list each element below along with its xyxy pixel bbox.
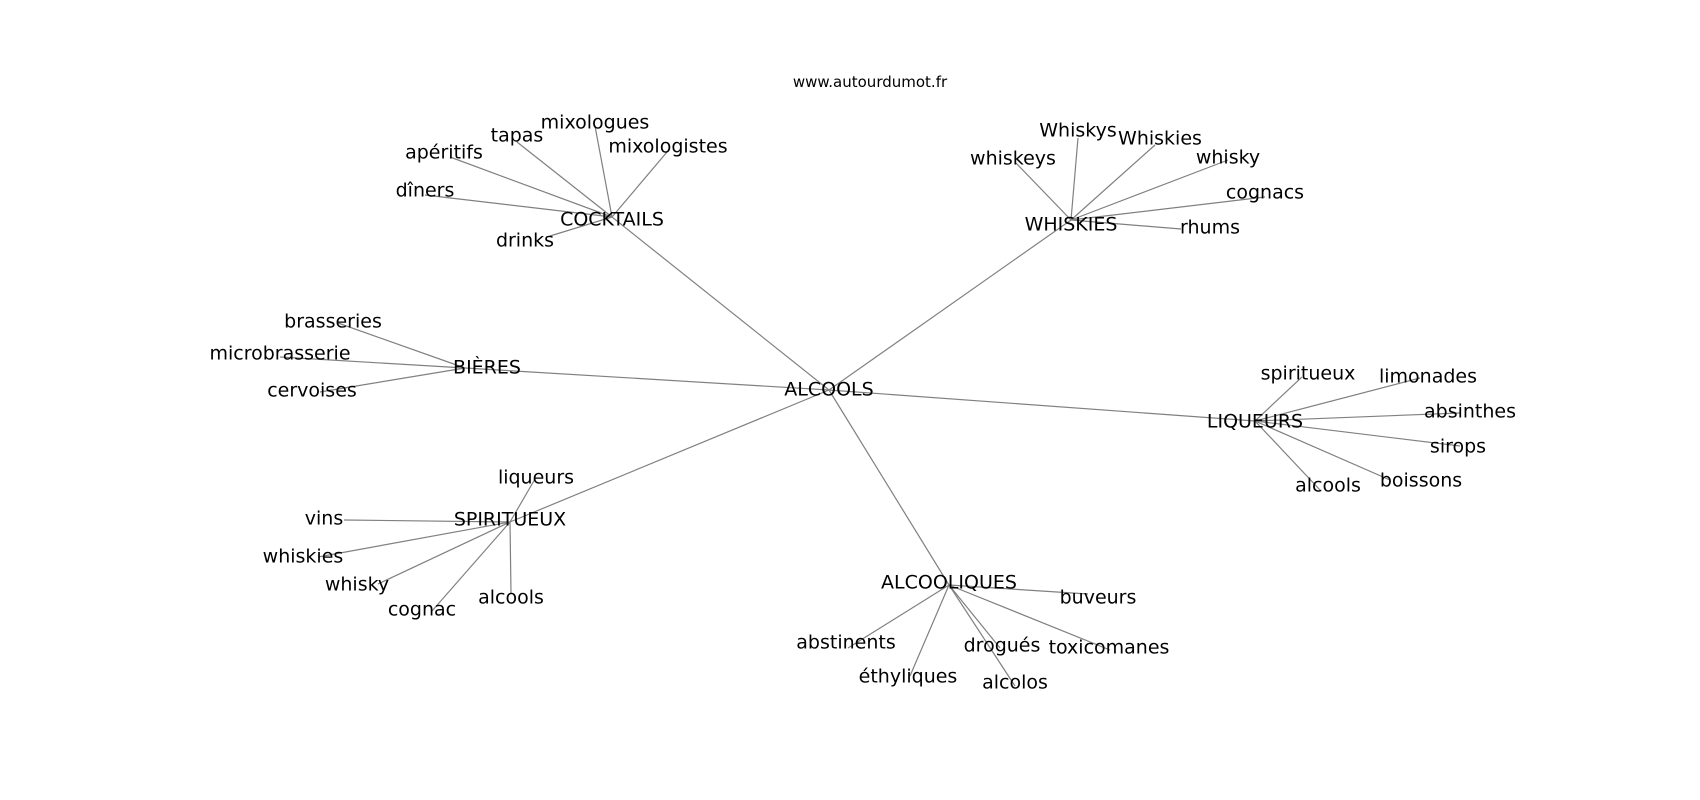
leaf-node-label: limonades	[1379, 366, 1477, 388]
edge-hub-to-leaf	[317, 521, 511, 558]
edge-center-to-hub	[828, 389, 1256, 422]
edge-center-to-hub	[509, 389, 830, 523]
leaf-node-label: tapas	[491, 125, 544, 147]
edge-center-to-hub	[611, 216, 830, 391]
edge-hub-to-leaf	[1254, 377, 1421, 422]
leaf-node-label: Whiskys	[1039, 120, 1116, 142]
edge-hub-to-leaf	[1254, 412, 1461, 422]
edge-hub-to-leaf	[1015, 162, 1072, 221]
leaf-node-label: alcools	[478, 587, 544, 609]
edge-center-to-hub	[464, 367, 830, 391]
hub-node-label: ALCOOLIQUES	[881, 572, 1017, 594]
edge-hub-to-leaf	[516, 141, 613, 218]
leaf-node-label: cognacs	[1226, 182, 1304, 204]
leaf-node-label: mixologues	[541, 112, 650, 134]
leaf-node-label: dîners	[396, 180, 455, 202]
leaf-node-label: éthyliques	[859, 666, 958, 688]
leaf-node-label: whisky	[1196, 147, 1260, 169]
edge-hub-to-leaf	[549, 216, 613, 237]
leaf-node-label: drinks	[496, 230, 554, 252]
edge-hub-to-leaf	[1070, 219, 1182, 230]
leaf-node-label: whisky	[325, 574, 389, 596]
edge-hub-to-leaf	[948, 584, 1089, 595]
edge-hub-to-leaf	[377, 521, 511, 585]
edge-hub-to-leaf	[1070, 137, 1079, 221]
edge-hub-to-leaf	[611, 151, 668, 218]
leaf-node-label: microbrasserie	[209, 343, 350, 365]
hub-node-label: WHISKIES	[1025, 214, 1118, 236]
leaf-node-label: vins	[305, 508, 343, 530]
edge-hub-to-leaf	[594, 125, 613, 218]
center-node-label: ALCOOLS	[784, 379, 873, 401]
hub-node-label: COCKTAILS	[560, 209, 664, 231]
edge-center-to-hub	[828, 219, 1072, 391]
edge-hub-to-leaf	[337, 322, 466, 369]
leaf-node-label: rhums	[1180, 217, 1240, 239]
edge-hub-to-leaf	[1254, 420, 1461, 447]
edge-hub-to-leaf	[1070, 196, 1266, 221]
leaf-node-label: boissons	[1380, 470, 1462, 492]
leaf-node-label: toxicomanes	[1049, 637, 1170, 659]
edge-hub-to-leaf	[343, 519, 511, 523]
edge-center-to-hub	[828, 389, 950, 586]
leaf-node-label: apéritifs	[405, 142, 483, 164]
edge-hub-to-leaf	[1254, 420, 1391, 481]
leaf-node-label: absinthes	[1424, 401, 1516, 423]
edge-hub-to-leaf	[319, 367, 466, 393]
leaf-node-label: sirops	[1430, 436, 1486, 458]
edge-hub-to-leaf	[1254, 376, 1303, 422]
leaf-node-label: buveurs	[1060, 587, 1137, 609]
edges	[279, 125, 1461, 687]
leaf-node-label: spiritueux	[1261, 363, 1356, 385]
leaf-node-label: drogués	[964, 635, 1041, 657]
leaf-node-label: mixologistes	[608, 136, 727, 158]
leaf-node-label: liqueurs	[498, 467, 574, 489]
edge-hub-to-leaf	[847, 584, 950, 649]
edge-hub-to-leaf	[948, 584, 1016, 687]
leaf-node-label: alcolos	[982, 672, 1048, 694]
leaf-node-label: cognac	[388, 599, 456, 621]
leaf-node-label: Whiskies	[1118, 128, 1202, 150]
edge-hub-to-leaf	[909, 584, 950, 677]
leaf-node-label: whiskeys	[970, 148, 1056, 170]
source-label: www.autourdumot.fr	[793, 73, 948, 91]
leaf-node-label: cervoises	[267, 380, 357, 402]
edge-hub-to-leaf	[449, 156, 613, 218]
edge-hub-to-leaf	[509, 521, 512, 595]
edge-hub-to-leaf	[948, 584, 1001, 649]
hub-node-label: SPIRITUEUX	[454, 509, 566, 531]
edge-hub-to-leaf	[431, 521, 511, 612]
hub-node-label: LIQUEURS	[1207, 411, 1303, 433]
edge-hub-to-leaf	[1254, 420, 1321, 491]
leaf-node-label: abstinents	[796, 632, 895, 654]
leaf-node-label: brasseries	[284, 311, 382, 333]
edge-hub-to-leaf	[948, 584, 1111, 651]
leaf-node-label: whiskies	[263, 546, 344, 568]
edge-hub-to-leaf	[1070, 144, 1156, 221]
edge-hub-to-leaf	[1070, 159, 1229, 221]
hub-node-label: BIÈRES	[453, 356, 521, 379]
edge-hub-to-leaf	[424, 194, 613, 218]
leaf-node-label: alcools	[1295, 475, 1361, 497]
edge-hub-to-leaf	[279, 356, 466, 369]
edge-hub-to-leaf	[509, 478, 536, 523]
